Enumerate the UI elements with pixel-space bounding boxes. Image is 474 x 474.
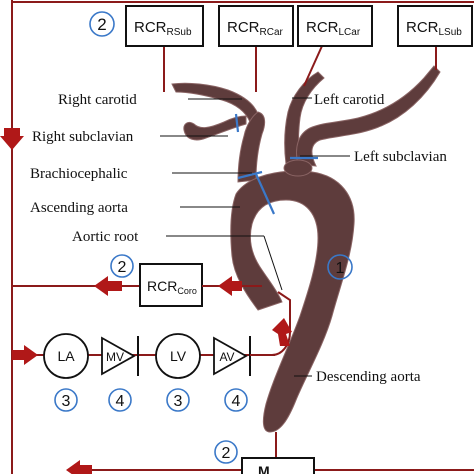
rcr-lcar-main: RCR [306,19,339,36]
rcr-coro-group: RCRCoro 2 [110,254,262,307]
lv-label: LV [170,348,187,364]
cut-right-subclavian [234,113,240,133]
brachiocephalic-vessel [237,111,266,183]
number-badge-la: 3 [54,388,78,412]
number-ring-lv [166,388,190,412]
leader-aortic-root-2 [263,235,283,291]
aorta-vessel [171,65,441,433]
rcr-bottom-group: M 2 [214,432,315,474]
av-triangle [213,336,248,376]
number-la: 3 [62,393,71,410]
number-ring-mv [108,388,132,412]
rcr-lsub-main: RCR [406,19,439,36]
rcr-coro-main: RCR [147,278,177,294]
la-element: LA [43,333,89,379]
rcr-rsub-main: RCR [134,19,167,36]
rcr-rsub-box: RCRRSub [125,5,204,92]
rcr-rcar-sub: RCar [260,27,284,38]
rcr-rcar-main: RCR [227,19,260,36]
rcr-lcar-box: RCRLCar [297,5,373,87]
boundary-cuts [234,113,318,215]
rcr-coro-sub: Coro [177,286,197,296]
rcr-lsub-label: RCRLSub [406,19,462,38]
number-rcr-coro: 2 [118,259,127,276]
rcr-lcar-wire [303,45,323,87]
rcr-bottom-main: M [258,463,270,474]
rcr-lsub-rect [397,5,473,47]
rcr-coro-label: RCRCoro [147,278,197,296]
arrow-heart-right [12,345,38,365]
la-label: LA [57,348,75,364]
number-badge-lv: 3 [166,388,190,412]
label-right-subclavian: Right subclavian [32,129,134,145]
left-carotid-vessel [284,71,325,165]
av-element: AV [213,336,251,376]
arrow-coro-left-2 [218,276,242,296]
label-ascending-aorta: Ascending aorta [30,200,128,216]
rcr-top-boxes: RCRRSub RCRRCar RCRLCar RCRLSub [89,5,473,92]
number-badge-rcr-coro: 2 [110,254,134,278]
number-mv: 4 [116,393,125,410]
number-badge-rcr-bottom: 2 [214,440,238,464]
label-right-carotid: Right carotid [58,92,137,108]
number-rcr-top: 2 [97,15,106,34]
rcr-lcar-sub: LCar [339,27,361,38]
rcr-lsub-box: RCRLSub [397,5,473,70]
arrow-bottom-left [66,460,92,474]
label-left-carotid: Left carotid [314,92,385,108]
number-ring-aorta [327,254,353,280]
label-brachiocephalic: Brachiocephalic [30,166,128,182]
heart-chain: LA MV LV AV 3 4 3 [43,291,291,412]
rcr-rsub-sub: RSub [167,27,192,38]
aortic-arch-vessel [230,170,355,433]
left-subclavian-vessel [296,65,441,167]
number-aorta: 1 [336,260,345,277]
number-ring-rcr-bottom [214,440,238,464]
number-ring-rcr-coro [110,254,134,278]
arrow-coro-left-1 [94,276,122,296]
mv-triangle [101,336,136,376]
right-subclavian-vessel [183,115,247,141]
mv-label: MV [106,350,124,364]
number-rcr-bottom: 2 [222,445,231,462]
number-lv: 3 [174,393,183,410]
rcr-lsub-sub: LSub [439,27,463,38]
label-left-subclavian: Left subclavian [354,149,447,165]
rcr-rcar-label: RCRRCar [227,19,284,38]
number-badge-av: 4 [224,388,248,412]
right-carotid-vessel [171,82,259,123]
rcr-rcar-rect [218,5,294,47]
flow-arrows [0,128,292,474]
number-badge-aorta: 1 [327,254,353,280]
lv-element: LV [155,333,201,379]
number-ring-rcr-top [89,11,115,37]
rcr-bottom-rect [241,457,315,474]
number-badge-rcr-top: 2 [89,11,115,37]
arch-junction [283,159,313,177]
number-ring-la [54,388,78,412]
rcr-bottom-label: M [258,463,270,474]
label-aortic-root: Aortic root [72,229,139,245]
number-badge-mv: 4 [108,388,132,412]
rcr-rsub-label: RCRRSub [134,19,192,38]
label-descending-aorta: Descending aorta [316,369,421,385]
cut-ascending [254,173,276,215]
leader-lines [160,97,350,377]
rcr-lcar-label: RCRLCar [306,19,361,38]
rcr-coro-rect [139,263,203,307]
lv-circle [155,333,201,379]
rcr-rcar-box: RCRRCar [218,5,294,92]
rcr-rsub-rect [125,5,204,47]
number-ring-av [224,388,248,412]
arrow-down-left-line [0,128,24,150]
rcr-lcar-rect [297,5,373,47]
number-av: 4 [232,393,241,410]
anatomy-labels: Right carotid Left carotid Right subclav… [30,92,447,385]
av-label: AV [219,350,234,364]
cut-brachiocephalic [237,170,263,180]
arrow-av-up [272,318,292,346]
la-circle [43,333,89,379]
mv-element: MV [101,336,139,376]
